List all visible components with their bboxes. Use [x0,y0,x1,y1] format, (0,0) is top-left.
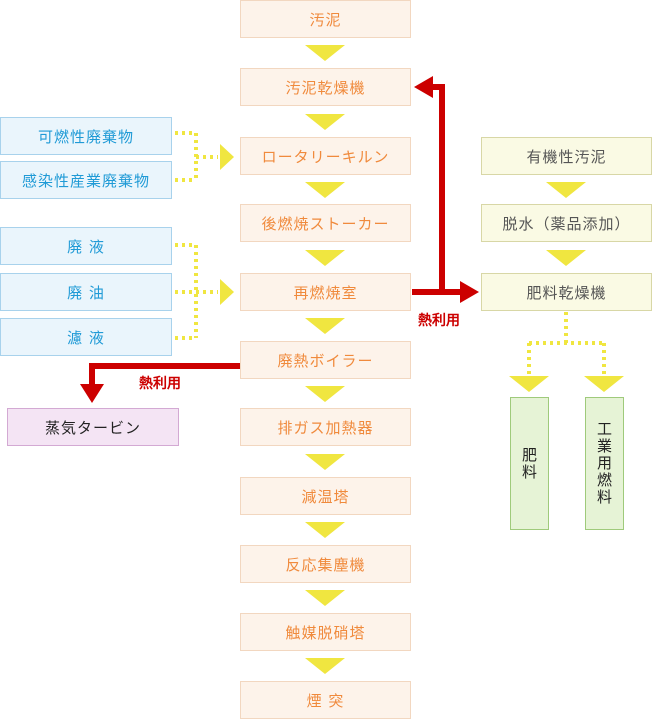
input-filtrate: 濾 液 [0,318,172,356]
flow-box-sludge-dryer: 汚泥乾燥機 [240,68,411,106]
input-waste-liquid: 廃 液 [0,227,172,265]
main-flow-arrow-2 [305,114,345,130]
flow-box-gas-heater: 排ガス加熱器 [240,408,411,446]
steam-turbine-box: 蒸気タービン [7,408,179,446]
sludge-box-dehydration: 脱水（薬品添加） [481,204,652,242]
product-arrowhead-fertilizer [509,376,549,392]
heat-label-left: 熱利用 [139,376,181,392]
input-group1-arrowhead [220,144,234,170]
flow-box-cooling-tower: 減温塔 [240,477,411,515]
flow-box-post-stoker: 後燃焼ストーカー [240,204,411,242]
main-flow-arrow-9 [305,590,345,606]
flow-box-dust-collector: 反応集塵機 [240,545,411,583]
heat-arrow-left [80,363,240,403]
flow-box-rotary-kiln: ロータリーキルン [240,137,411,175]
input-waste-oil: 廃 油 [0,273,172,311]
input-group2-arrowhead [220,279,234,305]
product-arrowhead-fuel [584,376,624,392]
heat-label-right: 熱利用 [418,313,460,329]
main-flow-arrow-8 [305,522,345,538]
sludge-box-fertilizer-dryer: 肥料乾燥機 [481,273,652,311]
flow-box-waste-heat-boiler: 廃熱ボイラー [240,341,411,379]
flow-box-denitration: 触媒脱硝塔 [240,613,411,651]
main-flow-arrow-10 [305,658,345,674]
sludge-flow-arrow-2 [546,250,586,266]
heat-arrow-right [412,76,479,303]
main-flow-arrow-1 [305,45,345,61]
sludge-flow-arrow-1 [546,182,586,198]
sludge-box-organic: 有機性汚泥 [481,137,652,175]
input-combustible-waste: 可燃性廃棄物 [0,117,172,155]
main-flow-arrow-7 [305,454,345,470]
flow-arrows [305,45,586,674]
main-flow-arrow-3 [305,182,345,198]
main-flow-arrow-4 [305,250,345,266]
flow-box-sludge: 汚泥 [240,0,411,38]
product-connector [527,312,606,374]
main-flow-arrow-6 [305,386,345,402]
input-infectious-waste: 感染性産業廃棄物 [0,161,172,199]
input-group1-connector [175,131,218,182]
product-industrial-fuel: 工業用燃料 [585,397,624,530]
product-fertilizer: 肥料 [510,397,549,530]
main-flow-arrow-5 [305,318,345,334]
flow-box-recombustion: 再燃焼室 [240,273,411,311]
input-group2-connector [175,243,218,340]
flow-box-chimney: 煙 突 [240,681,411,719]
